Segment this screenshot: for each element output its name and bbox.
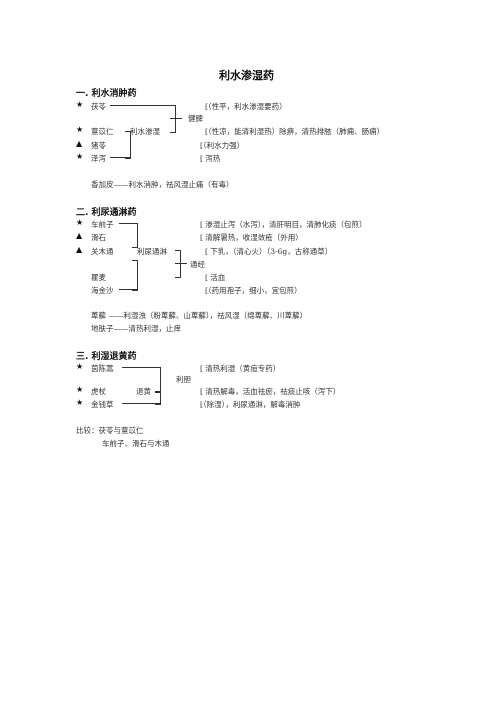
herb-name: 金钱草 — [91, 400, 114, 409]
bracket — [170, 105, 176, 133]
herb-desc: [（利水力强） — [200, 141, 245, 150]
herb-name: 滑石 — [91, 233, 106, 242]
connector-line — [119, 223, 137, 224]
bracket — [175, 250, 181, 278]
star-icon: ★ — [76, 385, 84, 394]
star-icon: ★ — [76, 218, 84, 227]
bracket — [132, 223, 138, 248]
bracket — [125, 131, 131, 159]
herb-name: 虎杖 — [91, 387, 106, 396]
connector-line — [122, 367, 160, 368]
herb-name: 茯苓 — [91, 102, 106, 111]
section-3-heading: 三. 利湿退黄药 — [76, 352, 137, 362]
herb-desc: [ 清热解毒，活血祛瘀，祛痰止咳（泻下） — [200, 387, 341, 396]
group-label: 利尿通淋 — [137, 247, 167, 256]
bracket — [132, 260, 138, 291]
bracket-mid-label: 通经 — [190, 260, 205, 269]
group-label: 退黄 — [136, 387, 151, 396]
bracket — [155, 367, 161, 393]
bracket-mid-label: 健脾 — [188, 114, 203, 123]
herb-desc: [（药用孢子，细小，宜包煎） — [205, 286, 302, 295]
group-label: 利水渗湿 — [130, 127, 160, 136]
bracket — [155, 391, 161, 405]
herb-desc: [ 清解暑热，收湿敛疮（外用） — [200, 233, 303, 242]
connector-line — [175, 263, 187, 264]
bracket-mid-label: 利胆 — [176, 375, 191, 384]
star-icon: ★ — [76, 362, 84, 371]
herb-desc: [ 清热利湿（黄疸专药） — [200, 364, 281, 373]
herb-desc: [ 渗湿止泻（水泻），清肝明目，清肺化痰（包煎） — [200, 220, 367, 229]
comparison-line: 车前子、滑石与木通 — [102, 439, 170, 448]
herb-desc: [（除湿），利尿通淋，解毒消肿 — [200, 400, 301, 409]
page-title: 利水渗湿药 — [219, 69, 274, 82]
section-1-heading: 一. 利水消肿药 — [76, 89, 137, 99]
connector-line — [119, 289, 137, 290]
herb-desc: [ 下乳，（清心火）（3-6g，古称通草） — [205, 247, 333, 256]
connector-line — [122, 403, 160, 404]
section-note: 香加皮——利水消肿，祛风湿止痛（有毒） — [91, 180, 234, 189]
herb-name: 茵陈蒿 — [91, 364, 114, 373]
herb-name: 关木通 — [91, 247, 114, 256]
herb-desc: [（性平，利水渗湿要药） — [205, 102, 287, 111]
star-icon: ★ — [76, 125, 84, 134]
herb-desc: [ 活血 — [205, 273, 226, 282]
herb-desc: [ 泻热 — [200, 154, 221, 163]
section-note: 地肤子——清热利湿，止痒 — [91, 324, 181, 333]
herb-desc: [（性凉，能清利湿热）除痹，清热排脓（肺痈、肠痈） — [205, 127, 385, 136]
herb-name: 车前子 — [91, 220, 114, 229]
triangle-icon: ▲ — [76, 139, 83, 148]
star-icon: ★ — [76, 398, 84, 407]
herb-name: 瞿麦 — [91, 273, 106, 282]
star-icon: ★ — [76, 100, 84, 109]
connector-line — [170, 118, 182, 119]
connector-line — [110, 105, 175, 106]
triangle-icon: ▲ — [76, 245, 83, 254]
comparison-line: 比较：茯苓与薏苡仁 — [76, 426, 144, 435]
triangle-icon: ▲ — [76, 231, 83, 240]
herb-name: 薏苡仁 — [91, 127, 114, 136]
section-2-heading: 二. 利尿通淋药 — [76, 208, 137, 218]
herb-name: 泽泻 — [91, 154, 106, 163]
section-note: 萆薢 ——利湿浊（粉萆薢、山萆薢），祛风湿（绵萆薢、川萆薢） — [91, 311, 308, 320]
herb-name: 海金沙 — [91, 286, 114, 295]
connector-line — [110, 157, 130, 158]
herb-name: 猪苓 — [91, 141, 106, 150]
star-icon: ★ — [76, 152, 84, 161]
